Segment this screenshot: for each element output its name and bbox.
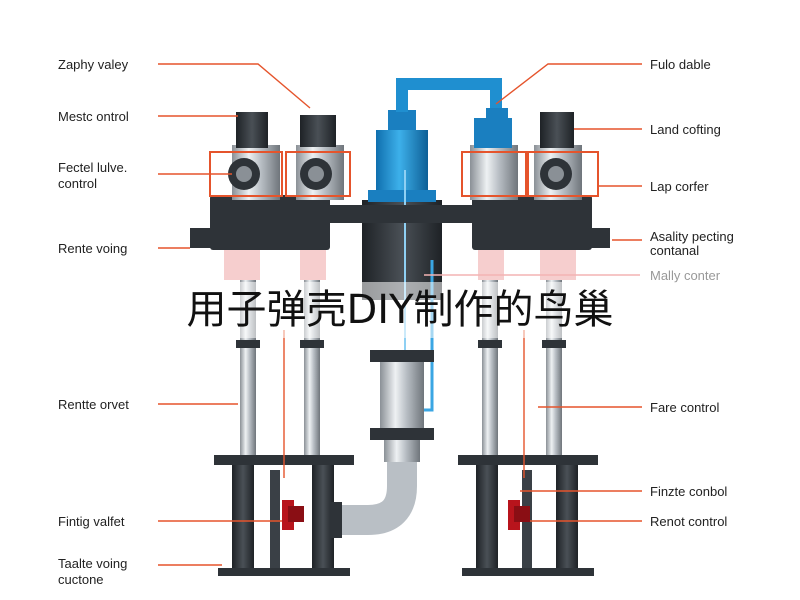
label-contanal: contanal	[650, 243, 700, 258]
label-fare-control: Fare control	[650, 400, 720, 415]
label-rente-voing: Rente voing	[58, 241, 128, 256]
label-mestc-ontrol: Mestc ontrol	[58, 109, 129, 124]
red-valves	[282, 500, 530, 530]
manifold	[190, 195, 610, 280]
label-renot-control: Renot control	[650, 514, 728, 529]
label-cuctone: cuctone	[58, 572, 104, 587]
label-rentte-orvet: Rentte orvet	[58, 397, 129, 412]
label-fintig-valfet: Fintig valfet	[58, 514, 125, 529]
left-cylinders	[209, 112, 351, 200]
label-fectel-lulve: Fectel lulve.	[58, 160, 128, 175]
label-lap-corfer: Lap corfer	[650, 179, 709, 194]
label-finzte-conbol: Finzte conbol	[650, 484, 728, 499]
right-cylinders	[461, 112, 599, 200]
label-fulo-dable: Fulo dable	[650, 57, 711, 72]
label-mally-conter: Mally conter	[650, 268, 721, 283]
label-asality-pecting: Asality pecting	[650, 229, 734, 244]
label-taalte-voing: Taalte voing	[58, 556, 128, 571]
label-fectel-control: control	[58, 176, 98, 191]
headline-caption: 用子弹壳DIY制作的鸟巢	[0, 282, 800, 338]
label-zaphy-valey: Zaphy valey	[58, 57, 129, 72]
label-land-cofting: Land cofting	[650, 122, 721, 137]
callout-lines	[158, 63, 642, 566]
